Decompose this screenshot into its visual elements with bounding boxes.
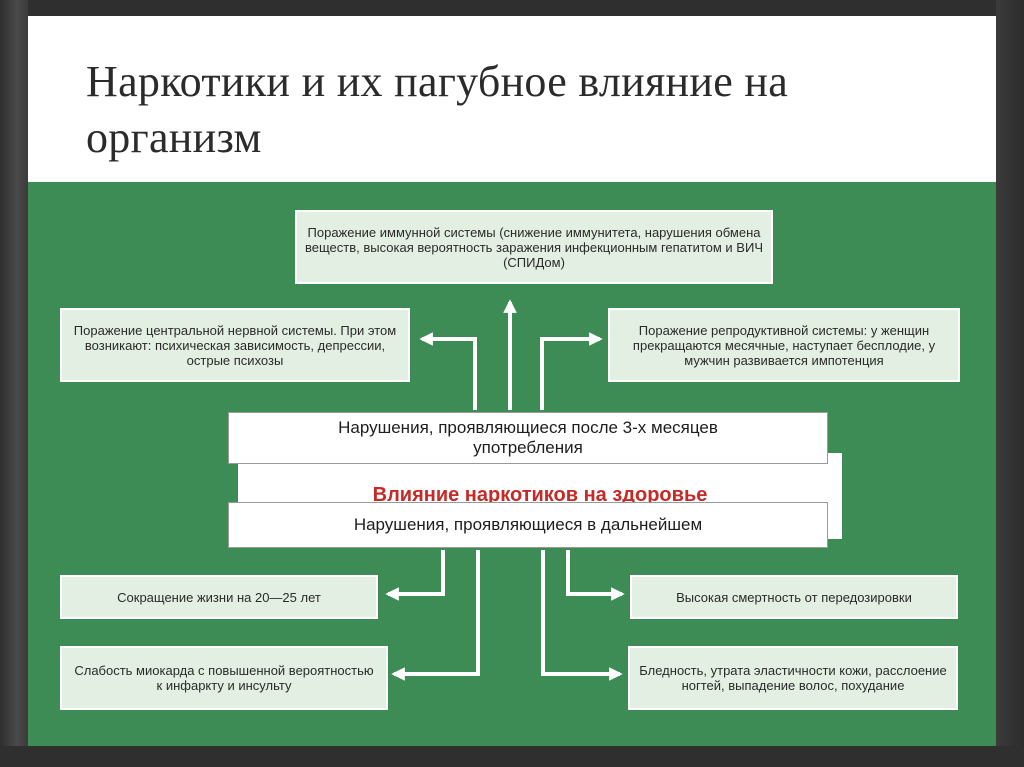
immune-system-effect: Поражение иммунной системы (снижение имм… bbox=[295, 210, 773, 284]
frame-bottom bbox=[0, 746, 1024, 767]
arrows-layer bbox=[385, 299, 625, 681]
lifespan-effect: Сокращение жизни на 20—25 лет bbox=[60, 575, 378, 619]
skin-effect: Бледность, утрата эластичности кожи, рас… bbox=[628, 646, 958, 710]
arrow-to-skin bbox=[541, 550, 623, 681]
frame-left bbox=[0, 0, 28, 767]
frame-top bbox=[0, 0, 1024, 16]
arrow-to-reproductive bbox=[540, 332, 603, 410]
reproductive-system-effect: Поражение репродуктивной системы: у женщ… bbox=[608, 308, 960, 382]
arrow-to-nervous bbox=[419, 332, 477, 410]
center-title: Влияние наркотиков на здоровье bbox=[372, 483, 708, 506]
myocardium-effect: Слабость миокарда с повышенной вероятнос… bbox=[60, 646, 388, 710]
arrow-to-overdose bbox=[566, 550, 625, 601]
arrow-to-lifespan bbox=[385, 550, 445, 601]
late-effects-header: Нарушения, проявляющиеся в дальнейшем bbox=[228, 502, 828, 548]
early-effects-header: Нарушения, проявляющиеся после 3-х месяц… bbox=[228, 412, 828, 464]
frame-right bbox=[996, 0, 1024, 767]
arrow-to-myocardium bbox=[391, 550, 480, 681]
nervous-system-effect: Поражение центральной нервной системы. П… bbox=[60, 308, 410, 382]
slide: Наркотики и их пагубное влияние на орган… bbox=[28, 16, 996, 746]
slide-title: Наркотики и их пагубное влияние на орган… bbox=[86, 57, 789, 162]
overdose-effect: Высокая смертность от передозировки bbox=[630, 575, 958, 619]
